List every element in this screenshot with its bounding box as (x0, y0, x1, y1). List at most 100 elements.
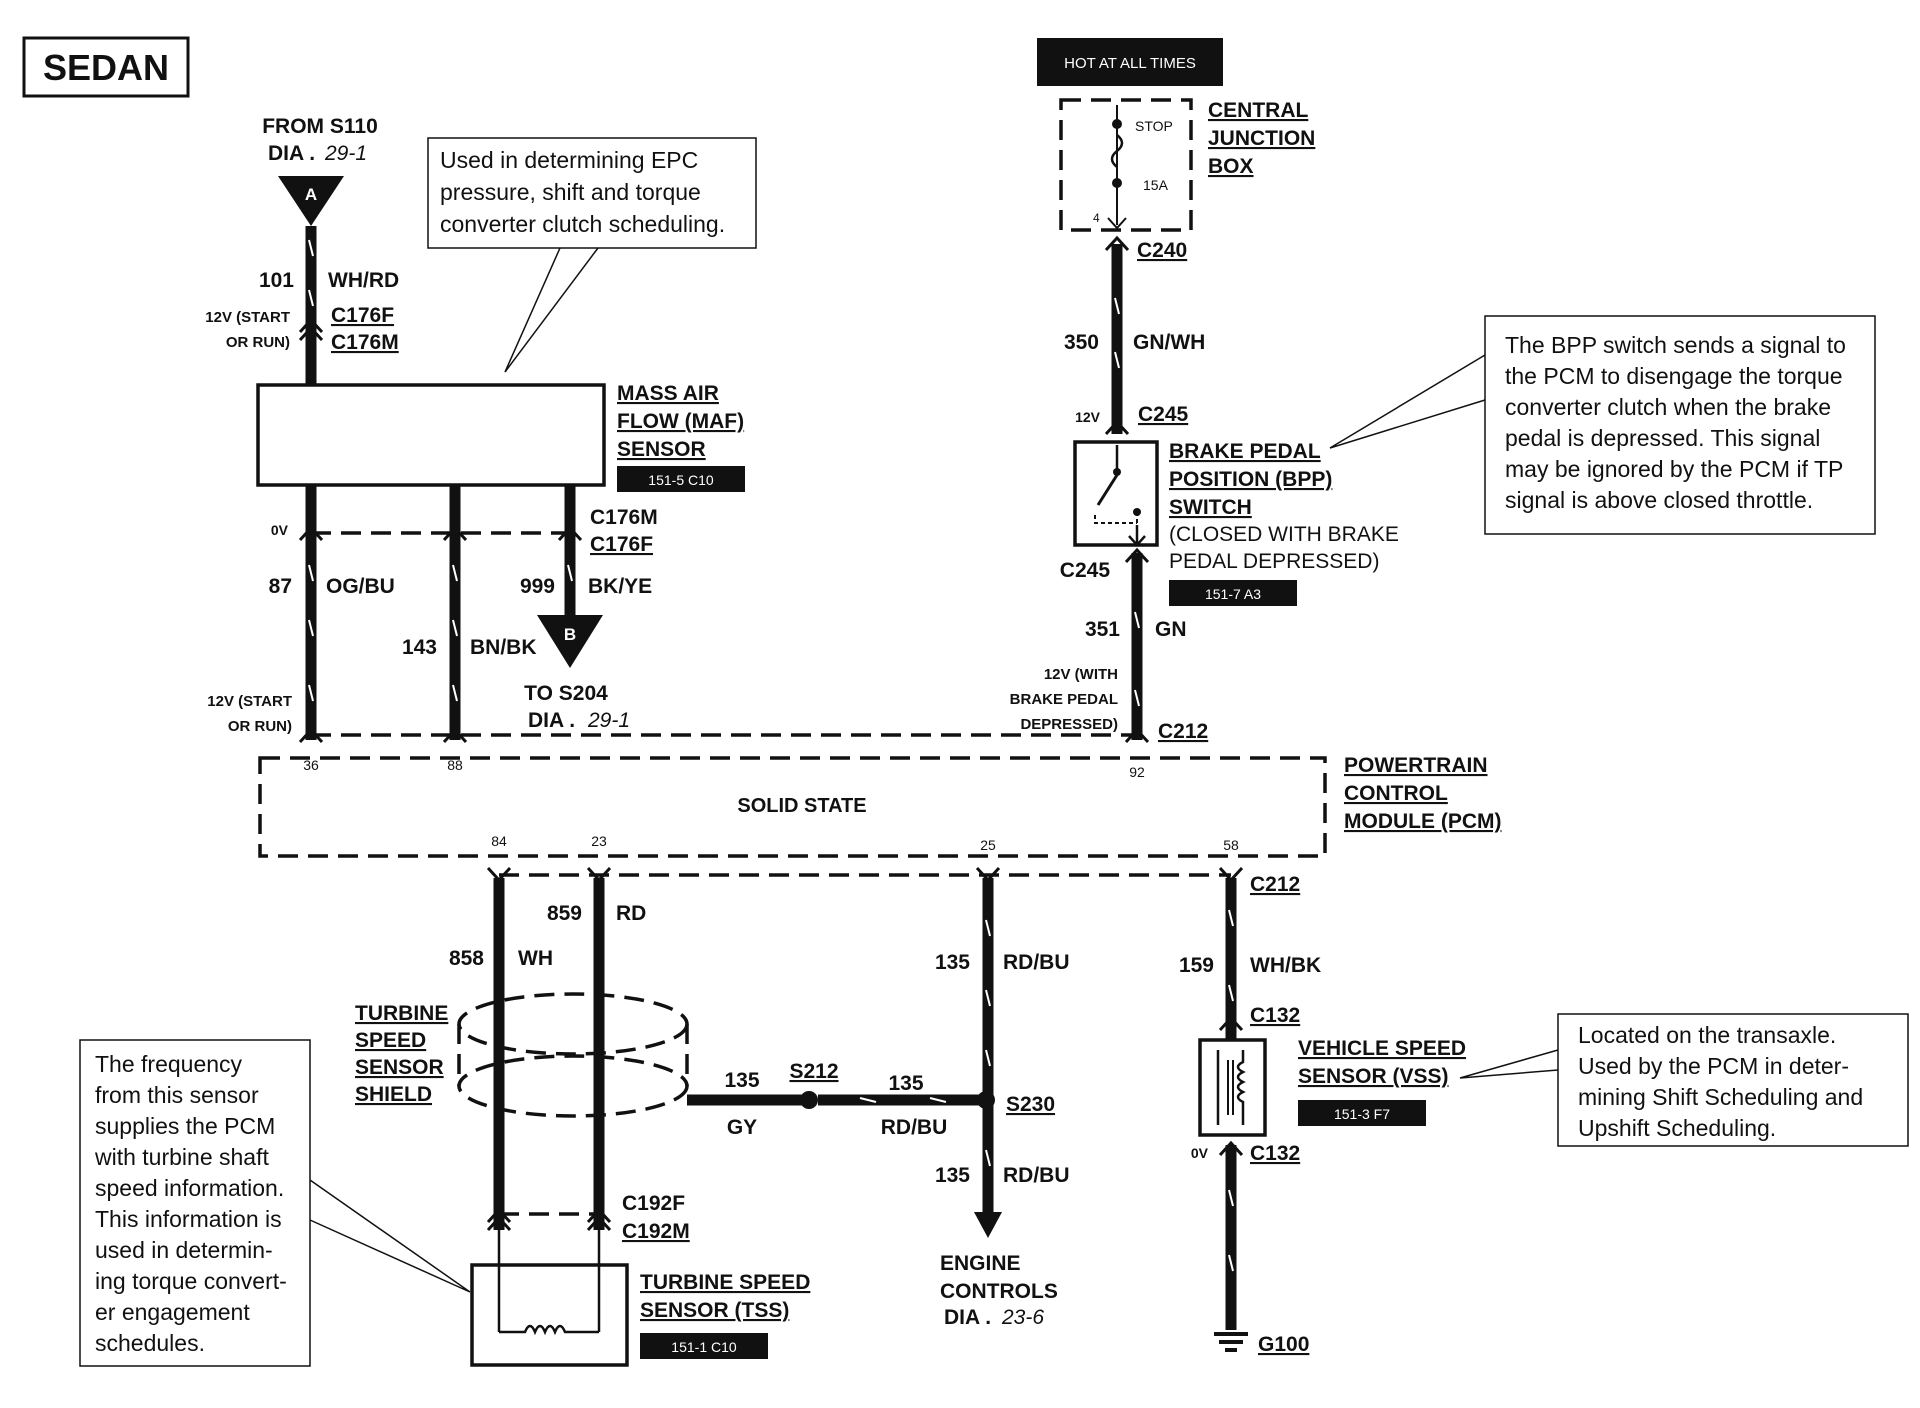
connector-a-triangle (278, 176, 344, 226)
to-s204-dia: DIA . (528, 709, 575, 732)
hot-at-all-times-badge (1037, 38, 1223, 86)
voltage-12v-start-run-bot-2: OR RUN) (228, 718, 292, 735)
engine-controls-label-1: ENGINE (940, 1252, 1021, 1275)
connector-c132-top: C132 (1250, 1004, 1300, 1027)
wire-351-number: 351 (1085, 618, 1120, 641)
shield-label-1: TURBINE (355, 1002, 448, 1025)
wire-858-color: WH (518, 947, 553, 970)
from-s110-dia: DIA . (268, 142, 315, 165)
wire-858-number: 858 (449, 947, 484, 970)
tss-note-line-10: schedules. (95, 1330, 205, 1356)
maf-note-line-1: Used in determining EPC (440, 147, 698, 173)
maf-ref-badge (617, 466, 745, 492)
tss-note-line-6: This information is (95, 1206, 282, 1232)
maf-note-pointer (504, 247, 599, 373)
tss-note-line-8: ing torque convert- (95, 1268, 287, 1294)
pin-25: 25 (980, 837, 996, 853)
connector-b-marker: B (564, 625, 576, 644)
pin-88: 88 (447, 757, 463, 773)
vss-note-line-1: Located on the transaxle. (1578, 1022, 1836, 1048)
voltage-12v-bpp: 12V (1075, 409, 1101, 425)
vss-note-line-2: Used by the PCM in deter- (1578, 1053, 1849, 1079)
bpp-note-line-3: converter clutch when the brake (1505, 394, 1831, 420)
cjb-label-1: CENTRAL (1208, 99, 1308, 122)
wire-135-bot-number: 135 (935, 1164, 970, 1187)
to-s204-label: TO S204 (524, 682, 608, 705)
cjb-label-3: BOX (1208, 155, 1254, 178)
pcm-solid-state: SOLID STATE (737, 795, 866, 817)
voltage-12v-brake-2: BRAKE PEDAL (1010, 691, 1118, 708)
wire-859-color: RD (616, 902, 646, 925)
voltage-12v-start-run-bot-1: 12V (START (207, 693, 292, 710)
pcm-dashed-box (258, 756, 1327, 858)
voltage-12v-brake-3: DEPRESSED) (1020, 716, 1118, 733)
connector-c132-bot: C132 (1250, 1142, 1300, 1165)
vss-ref-badge (1298, 1100, 1426, 1126)
bpp-note-line-2: the PCM to disengage the torque (1505, 363, 1843, 389)
tss-note-line-4: with turbine shaft (94, 1144, 269, 1170)
connector-c212-bot: C212 (1250, 873, 1300, 896)
wire-101-color: WH/RD (328, 269, 399, 292)
fuse-stop: STOP (1135, 118, 1173, 134)
fuse-rating: 15A (1143, 177, 1169, 193)
vss-note-pointer (1459, 1049, 1559, 1079)
engine-controls-arrow-icon (974, 1212, 1002, 1238)
shield-top-ellipse (457, 992, 689, 1056)
pin-84: 84 (491, 833, 507, 849)
bpp-note-pointer (1329, 354, 1486, 449)
wire-135-mid-color: RD/BU (881, 1116, 948, 1139)
connector-c176f-bot: C176F (590, 533, 653, 556)
shield-label-3: SENSOR (355, 1056, 444, 1079)
wire-135-mid-number: 135 (888, 1072, 923, 1095)
connector-c192m: C192M (622, 1220, 690, 1243)
tss-note-line-3: supplies the PCM (95, 1113, 275, 1139)
title-box (22, 36, 190, 98)
vss-note-line-4: Upshift Scheduling. (1578, 1115, 1776, 1141)
wire-350-number: 350 (1064, 331, 1099, 354)
cjb-label-2: JUNCTION (1208, 127, 1315, 150)
wire-135-gy-color: GY (727, 1116, 757, 1139)
to-s204-ref: 29-1 (587, 709, 630, 732)
voltage-12v-start-run-top-2: OR RUN) (226, 334, 290, 351)
vss-label-2: SENSOR (VSS) (1298, 1065, 1449, 1088)
vss-coil-icon (1216, 1050, 1246, 1125)
connector-a-marker: A (305, 185, 317, 204)
bpp-note-line-4: pedal is depressed. This signal (1505, 425, 1820, 451)
bpp-note-box (1484, 315, 1876, 535)
vss-note-line-3: mining Shift Scheduling and (1578, 1084, 1863, 1110)
fuse-icon (1110, 134, 1124, 168)
maf-label-2: FLOW (MAF) (617, 410, 744, 433)
hot-at-all-times: HOT AT ALL TIMES (1064, 55, 1196, 72)
tss-label-1: TURBINE SPEED (640, 1271, 810, 1294)
fuse-pin: 4 (1093, 211, 1100, 225)
pcm-label-3: MODULE (PCM) (1344, 810, 1501, 833)
voltage-12v-brake-1: 12V (WITH (1044, 666, 1118, 683)
splice-s212 (800, 1091, 818, 1109)
vss-label-1: VEHICLE SPEED (1298, 1037, 1466, 1060)
connector-b-triangle (537, 615, 603, 668)
wire-135-top-number: 135 (935, 951, 970, 974)
bpp-label-2: POSITION (BPP) (1169, 468, 1332, 491)
wire-159-color: WH/BK (1250, 954, 1321, 977)
voltage-0v-vss: 0V (1191, 1145, 1209, 1161)
connector-c176m-top: C176M (331, 331, 399, 354)
pin-23: 23 (591, 833, 607, 849)
pcm-label-2: CONTROL (1344, 782, 1448, 805)
bpp-note-line-5: may be ignored by the PCM if TP (1505, 456, 1843, 482)
tss-label-2: SENSOR (TSS) (640, 1299, 789, 1322)
pin-58: 58 (1223, 837, 1239, 853)
shield-label-2: SPEED (355, 1029, 426, 1052)
connector-c245-bot: C245 (1060, 559, 1111, 582)
tss-note-line-9: er engagement (95, 1299, 250, 1325)
tss-note-box (79, 1039, 311, 1367)
shield-bottom-ellipse (457, 1054, 689, 1118)
bpp-label-1: BRAKE PEDAL (1169, 440, 1321, 463)
bpp-label-5: PEDAL DEPRESSED) (1169, 550, 1379, 573)
engine-controls-label-2: CONTROLS (940, 1280, 1058, 1303)
maf-label-1: MASS AIR (617, 382, 719, 405)
connector-c245-top: C245 (1138, 403, 1189, 426)
bpp-note-line-6: signal is above closed throttle. (1505, 487, 1813, 513)
pin-92: 92 (1129, 764, 1145, 780)
voltage-0v-maf: 0V (271, 522, 289, 538)
